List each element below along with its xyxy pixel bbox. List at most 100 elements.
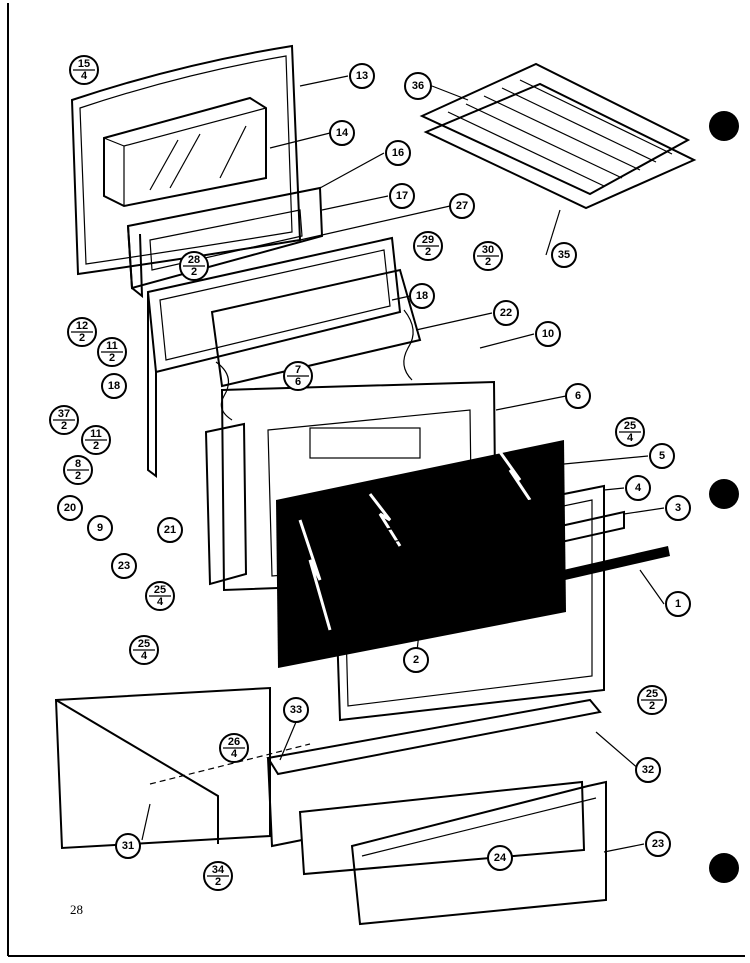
callout-5: 5 [649,443,675,469]
callout-25-4a: 254 [615,417,645,447]
callout-25-4c: 254 [129,635,159,665]
callout-7-6: 76 [283,361,313,391]
callout-15-4: 154 [69,55,99,85]
callout-ref-number: 15 [78,58,90,70]
part-inner-door-liner [146,236,402,478]
callout-ref-number: 9 [97,522,103,534]
callout-bubble [349,63,375,89]
callout-14: 14 [329,120,355,146]
callout-ref-number: 31 [122,840,134,852]
callout-ref-number: 25 [646,688,658,700]
callout-quantity: 2 [79,332,85,344]
part-side-bracket [204,422,248,586]
callout-ref-number: 1 [675,598,681,610]
callout-ref-number: 37 [58,408,70,420]
callout-ref-number: 24 [494,852,507,864]
callout-bubble [449,193,475,219]
callout-quantity: 2 [93,440,99,452]
part-inner-glass [210,268,422,421]
callout-13: 13 [349,63,375,89]
callout-ref-number: 7 [295,364,301,376]
page-number: 28 [70,902,83,917]
callout-30-2: 302 [473,241,503,271]
callout-25-2: 252 [637,685,667,715]
callout-quantity: 2 [61,420,67,432]
callout-bubble [493,300,519,326]
callout-bubble [157,517,183,543]
callout-ref-number: 18 [416,290,428,302]
callout-21: 21 [157,517,183,543]
callout-bubble [57,495,83,521]
part-door-frame [332,484,605,722]
part-insulation-frame [126,186,324,299]
callout-quantity: 2 [75,470,81,482]
callout-ref-number: 26 [228,736,240,748]
callout-ref-number: 25 [138,638,150,650]
callout-18b: 18 [101,373,127,399]
part-oven-rack [419,62,697,210]
callout-ref-number: 28 [188,254,200,266]
callout-23a: 23 [111,553,137,579]
callout-ref-number: 34 [212,864,225,876]
callout-34-2: 342 [203,861,233,891]
callout-bubble [404,72,432,100]
callout-18a: 18 [409,283,435,309]
callout-ref-number: 18 [108,380,120,392]
callout-ref-number: 10 [542,328,554,340]
callout-11-2b: 112 [81,425,111,455]
callout-ref-number: 6 [575,390,581,402]
callout-bubble [115,833,141,859]
callout-ref-number: 33 [290,704,302,716]
callout-3: 3 [665,495,691,521]
callout-27: 27 [449,193,475,219]
callout-quantity: 4 [231,748,238,760]
callout-quantity: 2 [191,266,197,278]
callout-ref-number: 11 [106,340,118,352]
callout-10: 10 [535,321,561,347]
callout-quantity: 2 [485,256,491,268]
callout-bubble [403,647,429,673]
callout-36: 36 [404,72,432,100]
callout-bubble [635,757,661,783]
callout-2: 2 [403,647,429,673]
callout-ref-number: 20 [64,502,76,514]
callout-ref-number: 23 [652,838,664,850]
callout-bubble [487,845,513,871]
callout-bubble [385,140,411,166]
callout-ref-number: 11 [90,428,102,440]
callout-bubble [283,697,309,723]
callout-1: 1 [665,591,691,617]
callout-ref-number: 36 [412,80,424,92]
callout-ref-number: 30 [482,244,494,256]
part-door-handle [378,510,670,610]
callout-35: 35 [551,242,577,268]
callout-26-4: 264 [219,733,249,763]
part-bottom-tray [54,686,311,850]
callout-16: 16 [385,140,411,166]
callout-quantity: 4 [141,650,148,662]
leader-lines [141,75,665,853]
callout-ref-number: 13 [356,70,368,82]
callout-ref-number: 23 [118,560,130,572]
part-window-glass [103,96,267,208]
callout-22: 22 [493,300,519,326]
part-door-glass [276,440,566,668]
callout-bubble [645,831,671,857]
callout-ref-number: 29 [422,234,434,246]
callout-ref-number: 12 [76,320,88,332]
callout-31: 31 [115,833,141,859]
callout-29-2: 292 [413,231,443,261]
callout-quantity: 6 [295,376,301,388]
callout-28-2: 282 [179,251,209,281]
callout-ref-number: 3 [675,502,681,514]
callout-6: 6 [565,383,591,409]
callout-ref-number: 5 [659,450,665,462]
callout-quantity: 2 [109,352,115,364]
callout-bubble [625,475,651,501]
callout-ref-number: 14 [336,127,349,139]
callout-ref-number: 22 [500,307,512,319]
callout-8-2: 82 [63,455,93,485]
callout-bubble [389,183,415,209]
